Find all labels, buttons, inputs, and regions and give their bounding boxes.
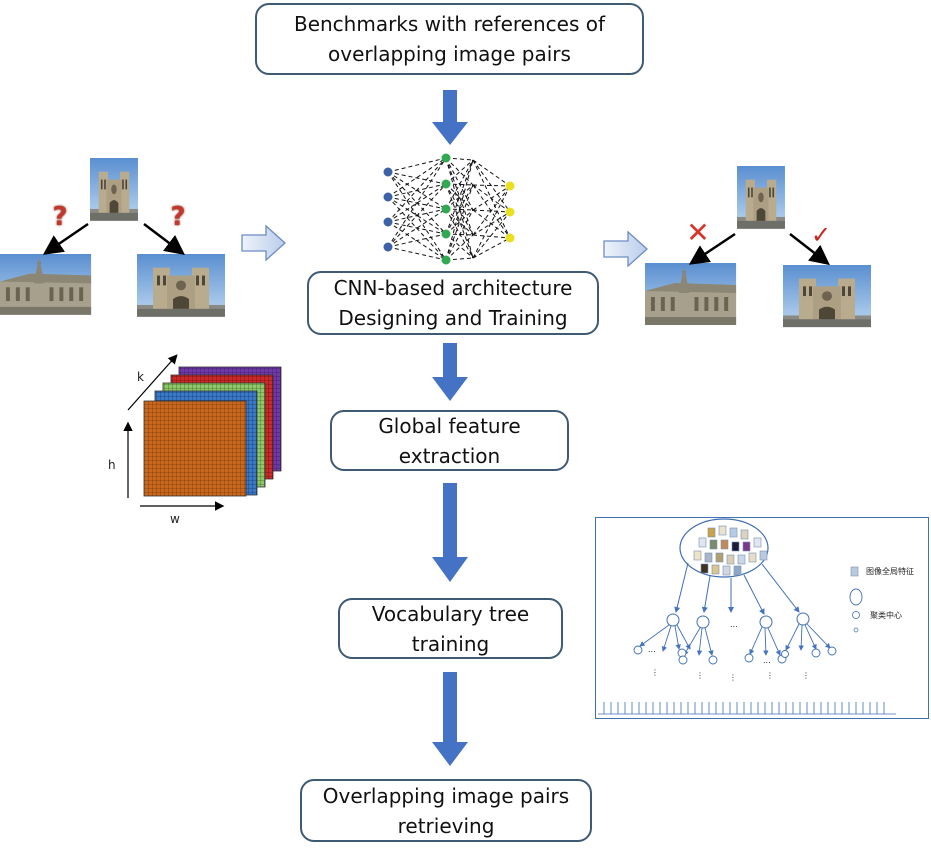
feature-tensor-stack	[123, 354, 282, 511]
cnn-line1: CNN-based architecture	[333, 276, 573, 300]
hollow-right-arrow-left	[241, 224, 286, 262]
tree-vdots-4: ⋮	[766, 671, 774, 680]
left-question-mark-icon: ?	[47, 204, 73, 230]
cnn-box: CNN-based architecture Designing and Tra…	[307, 271, 599, 335]
k-axis-arrow	[127, 354, 178, 411]
cnn-network-icon	[383, 153, 515, 265]
left-query-photo	[90, 158, 138, 221]
left-query-arrow-2	[143, 223, 185, 256]
hollow-right-arrow-right	[603, 230, 648, 268]
retrieving-box: Overlapping image pairs retrieving	[300, 779, 592, 842]
tree-dots-2: ...	[648, 645, 656, 654]
vocab-tree-line1: Vocabulary tree	[371, 601, 530, 626]
benchmarks-box: Benchmarks with references of overlappin…	[255, 3, 644, 75]
accept-check-icon: ✓	[808, 222, 834, 248]
legend-center-label: 聚类中心	[870, 611, 902, 620]
accept-check: ✓	[810, 221, 832, 249]
right-question-mark-icon: ?	[165, 204, 191, 230]
tree-vdots-5: ⋮	[802, 671, 810, 680]
right-query-photo	[737, 166, 785, 229]
h-axis-label: h	[108, 458, 116, 472]
tree-vdots-2: ⋮	[696, 671, 704, 680]
feature-thumbnails	[693, 525, 768, 576]
vocab-tree-line2: training	[411, 631, 490, 656]
right-arrow-reject	[688, 232, 736, 265]
legend-feature-label: 图像全局特征	[866, 567, 914, 576]
tree-dots-3: ...	[763, 656, 771, 665]
vocab-tree-box: Vocabulary tree training	[338, 598, 563, 659]
tree-vdots-3: ⋮	[729, 673, 737, 682]
reject-cross-icon: ✕	[683, 218, 713, 248]
flow-arrow-2	[432, 343, 468, 401]
left-candidate-front-photo	[137, 254, 225, 317]
benchmarks-line2: overlapping image pairs	[328, 42, 571, 66]
left-question-mark: ?	[52, 202, 68, 232]
k-axis-label: k	[137, 370, 144, 384]
left-query-arrow-1	[42, 222, 89, 255]
reject-cross: ✕	[686, 216, 710, 249]
right-result-front-photo	[783, 265, 871, 328]
w-axis-label: w	[170, 512, 180, 526]
tree-dots-1: ...	[730, 620, 738, 629]
right-arrow-accept	[789, 233, 830, 266]
flow-arrow-1	[432, 90, 468, 145]
flow-arrow-4	[432, 672, 468, 766]
benchmarks-line1: Benchmarks with references of	[293, 12, 606, 36]
global-feature-line1: Global feature	[378, 413, 521, 438]
retrieving-line1: Overlapping image pairs	[322, 783, 570, 808]
flow-arrow-3	[432, 483, 468, 582]
global-feature-box: Global feature extraction	[330, 410, 569, 471]
global-feature-line2: extraction	[398, 443, 501, 468]
cnn-line2: Designing and Training	[338, 306, 568, 330]
right-question-mark: ?	[170, 202, 186, 232]
right-result-side-photo	[645, 263, 737, 325]
vocabulary-tree-graphic	[598, 518, 896, 715]
retrieving-line2: retrieving	[397, 813, 495, 838]
tree-vdots-1: ⋮	[651, 668, 659, 677]
left-candidate-side-photo	[0, 254, 92, 315]
vocabulary-tree-panel: ... ... ... ⋮ ⋮ ⋮ ⋮ ⋮ 图像全局特征 聚类中心	[595, 517, 929, 719]
